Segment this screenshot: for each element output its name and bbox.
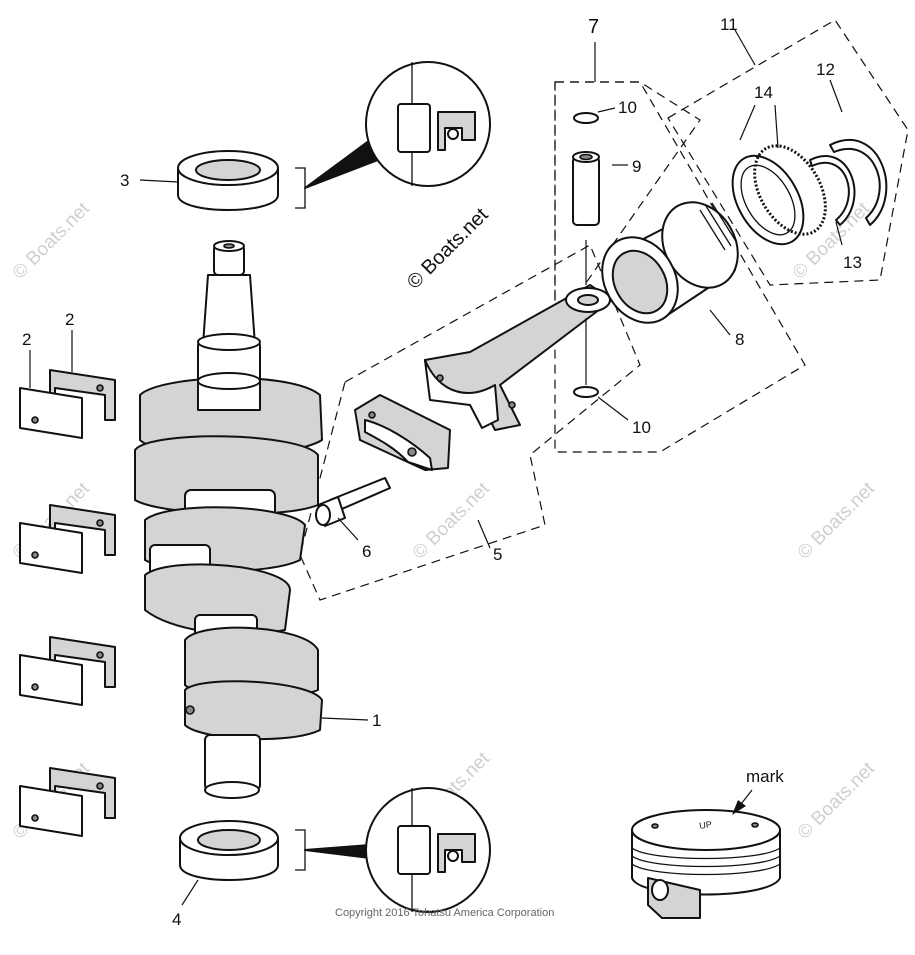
watermark-center: © Boats.net	[409, 478, 495, 564]
piston-up-stamp: UP	[699, 819, 713, 831]
group-outline-11	[667, 19, 909, 286]
rod-bolt	[315, 477, 391, 527]
watermark-right-bottom: © Boats.net	[794, 758, 880, 844]
callout-14: 14	[754, 83, 773, 102]
wrist-pin	[572, 151, 600, 226]
ring-set	[731, 154, 805, 246]
ring-oil	[809, 155, 856, 226]
piston-mark-view: UP	[631, 809, 781, 919]
callout-12: 12	[816, 60, 835, 79]
watermark-left-top: © Boats.net	[9, 198, 95, 284]
oil-seal-top	[177, 150, 279, 211]
callout-4: 4	[172, 910, 181, 929]
crankshaft	[134, 240, 323, 799]
bearing-pair-3	[19, 636, 116, 706]
callout-2-left: 2	[22, 330, 31, 349]
piston-crown	[631, 809, 781, 851]
callout-10-bottom: 10	[632, 418, 651, 437]
mark-arrow	[732, 800, 746, 815]
ring-top	[829, 138, 888, 226]
callout-7: 7	[588, 16, 599, 38]
seal-detail-top	[295, 61, 491, 209]
ring-expander	[753, 144, 827, 236]
pin-clip-top	[573, 112, 599, 124]
callout-5: 5	[493, 545, 502, 564]
callout-6: 6	[362, 542, 371, 561]
callout-9: 9	[632, 157, 641, 176]
group-outline-5	[299, 244, 641, 601]
pin-clip-bottom	[573, 386, 599, 398]
callout-3: 3	[120, 171, 129, 190]
bearing-pair-1	[19, 369, 116, 439]
con-rod-cap	[354, 394, 451, 471]
connecting-rod	[424, 284, 613, 431]
seal-detail-bottom	[295, 787, 491, 913]
main-bearings	[19, 369, 116, 837]
group-outline-7-lower	[554, 81, 806, 453]
copyright-notice: Copyright 2016 Tohatsu America Corporati…	[335, 907, 554, 919]
piston	[601, 201, 739, 324]
bearing-pair-4	[19, 767, 116, 837]
watermarks: © Boats.net © Boats.net © Boats.net © Bo…	[9, 198, 880, 844]
callout-11: 11	[720, 15, 738, 34]
bearing-pair-2	[19, 504, 116, 574]
mark-label: mark	[746, 767, 784, 786]
callout-8: 8	[735, 330, 744, 349]
callouts: 1 2 2 3 4 5 6 7 8 9 10 10 11 12 13 14	[22, 15, 862, 929]
callout-2-right: 2	[65, 310, 74, 329]
callout-10-top: 10	[618, 98, 637, 117]
piston-rings	[731, 138, 888, 246]
leader-lines	[29, 29, 843, 906]
watermark-right-mid: © Boats.net	[794, 478, 880, 564]
callout-13: 13	[843, 253, 862, 272]
watermark-main: © Boats.net	[403, 204, 493, 294]
crank-web-5	[184, 680, 323, 741]
group-outlines	[299, 19, 909, 601]
oil-seal-bottom	[179, 820, 279, 881]
callout-1: 1	[372, 711, 381, 730]
